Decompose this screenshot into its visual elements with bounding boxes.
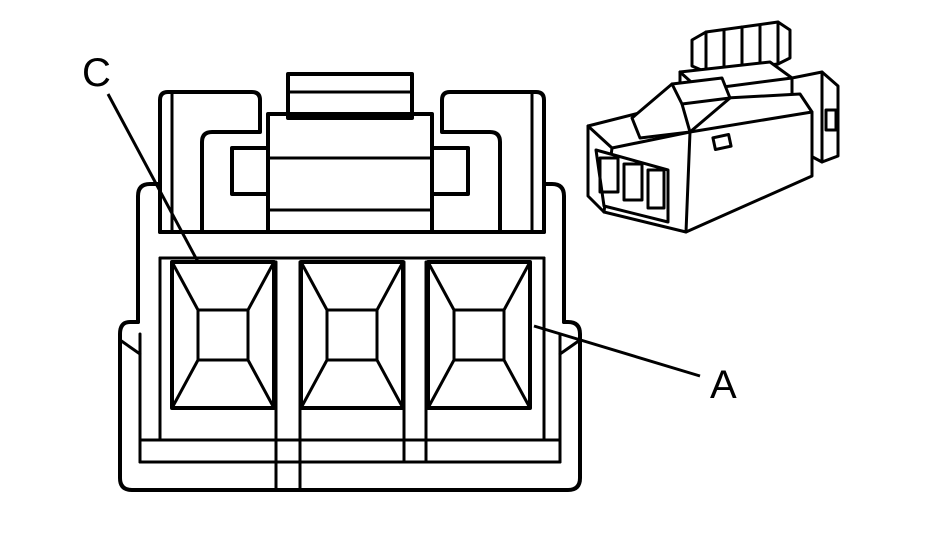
callout-label-c: C (82, 51, 111, 95)
connector-end-view (118, 72, 582, 492)
lower-flange (118, 320, 582, 492)
right-tower (440, 90, 546, 234)
terminal-cavity-a (426, 260, 532, 410)
leader-line-a (533, 324, 701, 378)
terminal-cavity-b (299, 260, 405, 410)
left-tower (158, 90, 262, 234)
connector-isometric-view (586, 20, 840, 234)
terminal-cavity-c (170, 260, 276, 410)
housing-body (136, 182, 566, 324)
callout-c: C (82, 51, 200, 263)
latch (230, 72, 470, 234)
callout-label-a: A (710, 363, 737, 407)
leader-line-c (106, 93, 200, 263)
callout-a: A (533, 324, 737, 407)
